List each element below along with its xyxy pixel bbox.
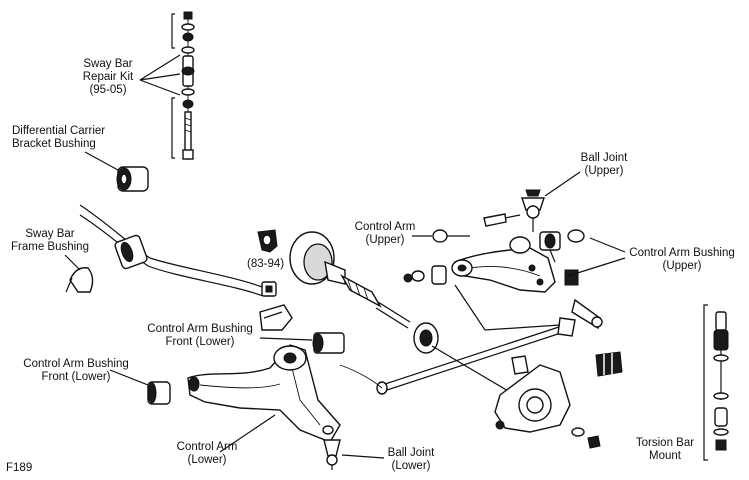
- lower-bushing-left-part: [109, 369, 171, 405]
- cv-axle: [289, 231, 411, 329]
- label-control-arm-bushing-front-lower-left: Control Arm Bushing Front (Lower): [23, 358, 129, 383]
- torsion-bar-mount-part: [571, 298, 729, 461]
- label-ball-joint-upper: Ball Joint (Upper): [580, 152, 628, 177]
- figure-id: F189: [6, 462, 33, 474]
- upper-control-arm: [451, 236, 556, 293]
- label-ball-joint-lower: Ball Joint (Lower): [387, 447, 435, 472]
- label-control-arm-lower: Control Arm (Lower): [176, 441, 238, 466]
- steering-knuckle: [494, 355, 571, 433]
- lower-ball-joint: [323, 439, 385, 470]
- label-sway-bar-repair-kit: Sway Bar Repair Kit (95-05): [82, 58, 134, 96]
- cv-boot: [413, 322, 521, 399]
- lower-bushing-mid-part: [259, 332, 345, 354]
- sway-bar-repair-kit-stack: [139, 11, 195, 160]
- lower-control-arm: [187, 344, 341, 443]
- label-differential-bushing: Differential Carrier Bracket Bushing: [12, 125, 106, 150]
- label-control-arm-bushing-front-lower-mid: Control Arm Bushing Front (Lower): [147, 323, 253, 348]
- upper-ball-joint-part: [521, 171, 581, 232]
- label-control-arm-bushing-upper: Control Arm Bushing (Upper): [629, 247, 735, 272]
- label-control-arm-upper: Control Arm (Upper): [354, 221, 416, 246]
- label-year-range: (83-94): [247, 258, 285, 270]
- sway-bar: [64, 204, 277, 297]
- label-sway-bar-frame-bushing: Sway Bar Frame Bushing: [11, 228, 89, 253]
- label-torsion-bar-mount: Torsion Bar Mount: [635, 437, 695, 462]
- leader-lines: [219, 235, 626, 453]
- knuckle-hardware: [571, 427, 601, 449]
- torsion-key-block: [595, 351, 623, 377]
- torsion-bar: [339, 317, 576, 395]
- bracket-83-94: [257, 229, 293, 331]
- differential-bushing-part: [84, 151, 149, 192]
